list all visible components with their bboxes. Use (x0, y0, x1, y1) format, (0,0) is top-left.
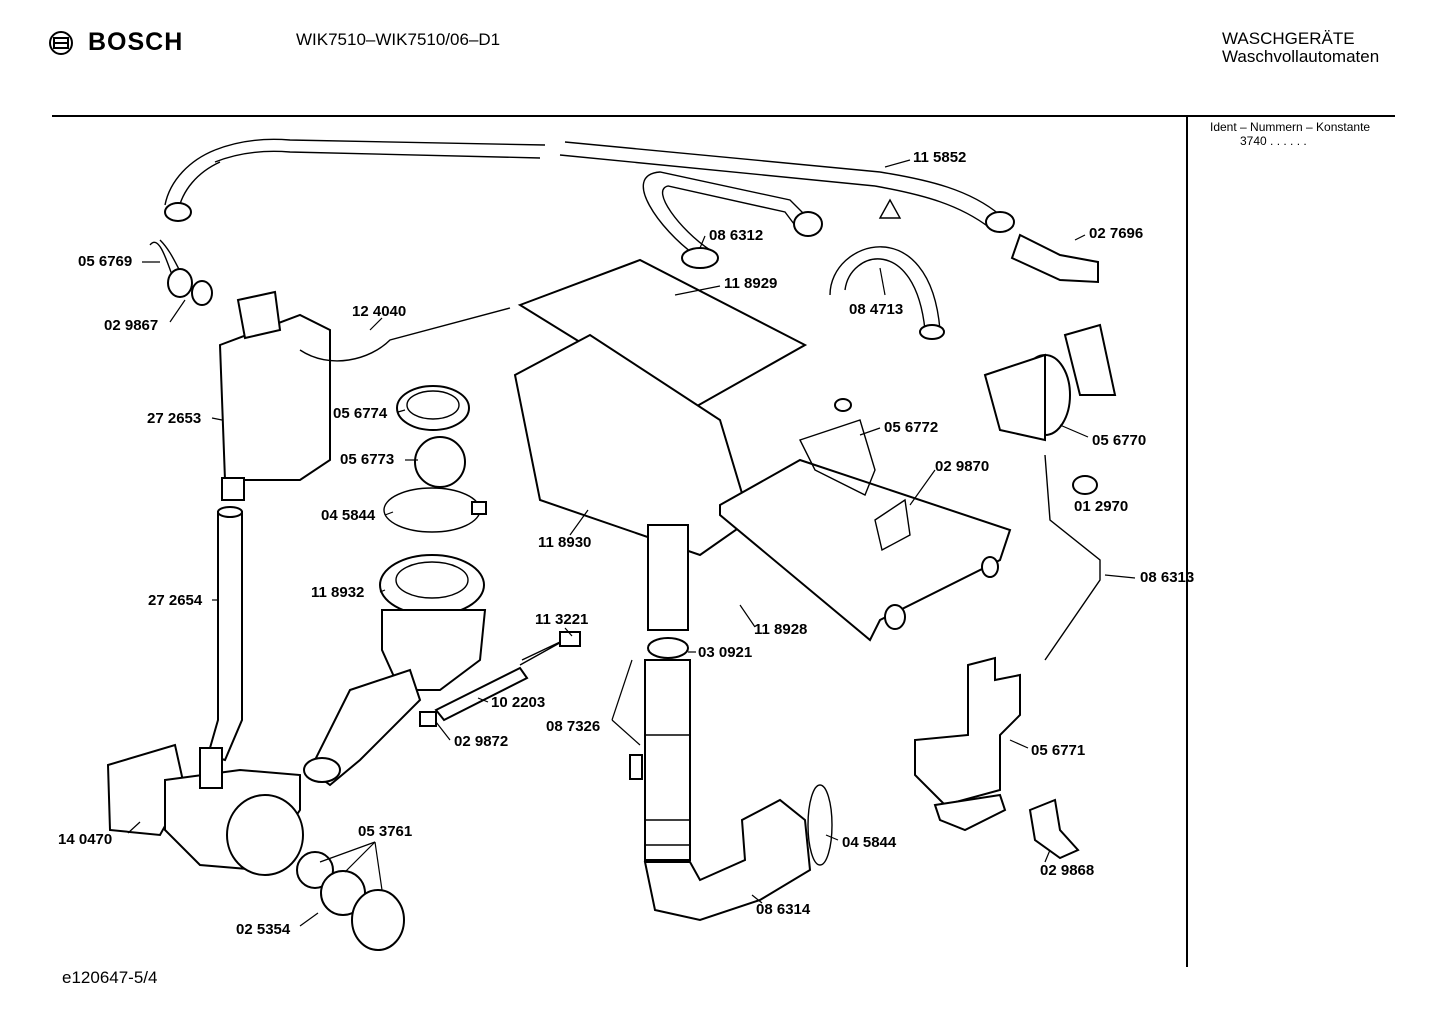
rings-drawing (383, 385, 487, 533)
part-label: 27 2653 (147, 410, 201, 427)
leader-lines (127, 159, 1136, 927)
part-label: 08 7326 (546, 718, 600, 735)
part-label: 27 2654 (148, 592, 203, 609)
air-trap-drawing (218, 290, 511, 501)
part-label: 05 6772 (884, 419, 938, 436)
part-label: 02 9870 (935, 458, 989, 475)
category-line1: WASCHGERÄTE (1222, 29, 1355, 48)
small-hose-drawing (419, 631, 581, 727)
brand-block: BOSCH (48, 28, 183, 57)
part-label: 11 8930 (538, 534, 591, 551)
part-label: 02 9868 (1040, 862, 1094, 879)
brand-name: BOSCH (88, 28, 184, 56)
header-rule (52, 115, 1395, 117)
part-label: 08 6313 (1140, 569, 1194, 586)
part-label: 08 6314 (756, 901, 811, 918)
bosch-logo-icon (49, 30, 73, 55)
part-label: 03 0921 (698, 644, 752, 661)
category-line2: Waschvollautomaten (1222, 47, 1380, 66)
clamp-drawing (829, 198, 945, 340)
tube-drawing (206, 506, 243, 762)
part-label: 10 2203 (491, 694, 545, 711)
pump-drawing (106, 743, 405, 951)
model-number: WIK7510–WIK7510/06–D1 (296, 30, 501, 49)
part-label: 14 0470 (58, 831, 112, 848)
pressure-switch-drawing (983, 323, 1117, 661)
part-label: 05 6770 (1092, 432, 1146, 449)
part-label: 02 5354 (236, 921, 291, 938)
hose-drawing (164, 138, 1015, 233)
ident-title: Ident – Nummern – Konstante (1210, 120, 1371, 134)
part-label: 05 6774 (333, 405, 388, 422)
valve-drawing (1028, 798, 1080, 860)
part-label: 05 6771 (1031, 742, 1085, 759)
part-label: 05 6769 (78, 253, 132, 270)
part-label: 02 7696 (1089, 225, 1143, 242)
dispenser-drawing (513, 258, 1012, 642)
part-label: 11 5852 (913, 149, 966, 166)
drawing-code: e120647-5/4 (62, 968, 158, 987)
bracket-drawing (914, 656, 1021, 832)
part-label: 11 8928 (754, 621, 807, 638)
pipe-drawing (629, 524, 691, 861)
parts-drawing (106, 138, 1117, 951)
drain-hose-drawing (643, 784, 833, 922)
category: WASCHGERÄTE Waschvollautomaten (1222, 30, 1379, 66)
bellow-drawing (303, 554, 487, 787)
connector-drawing (1010, 233, 1099, 284)
part-label: 02 9867 (104, 317, 158, 334)
part-label: 08 4713 (849, 301, 903, 318)
part-labels: 11 5852 02 7696 08 6312 08 4713 05 6769 … (58, 149, 1194, 938)
side-rule (1186, 115, 1188, 967)
part-label: 04 5844 (842, 834, 897, 851)
hose-bent-drawing (642, 171, 823, 269)
part-label: 11 8929 (724, 275, 777, 292)
part-label: 11 3221 (535, 611, 588, 628)
part-label: 04 5844 (321, 507, 376, 524)
part-label: 05 6773 (340, 451, 394, 468)
part-label: 11 8932 (311, 584, 364, 601)
ident-box: Ident – Nummern – Konstante 3740 . . . .… (1210, 120, 1370, 148)
part-label: 05 3761 (358, 823, 412, 840)
small-seal-drawing (149, 239, 213, 306)
part-label: 08 6312 (709, 227, 763, 244)
ident-value: 3740 . . . . . . (1240, 134, 1307, 148)
part-label: 02 9872 (454, 733, 508, 750)
part-label: 01 2970 (1074, 498, 1128, 515)
part-label: 12 4040 (352, 303, 406, 320)
grommet-drawing (1072, 475, 1098, 495)
